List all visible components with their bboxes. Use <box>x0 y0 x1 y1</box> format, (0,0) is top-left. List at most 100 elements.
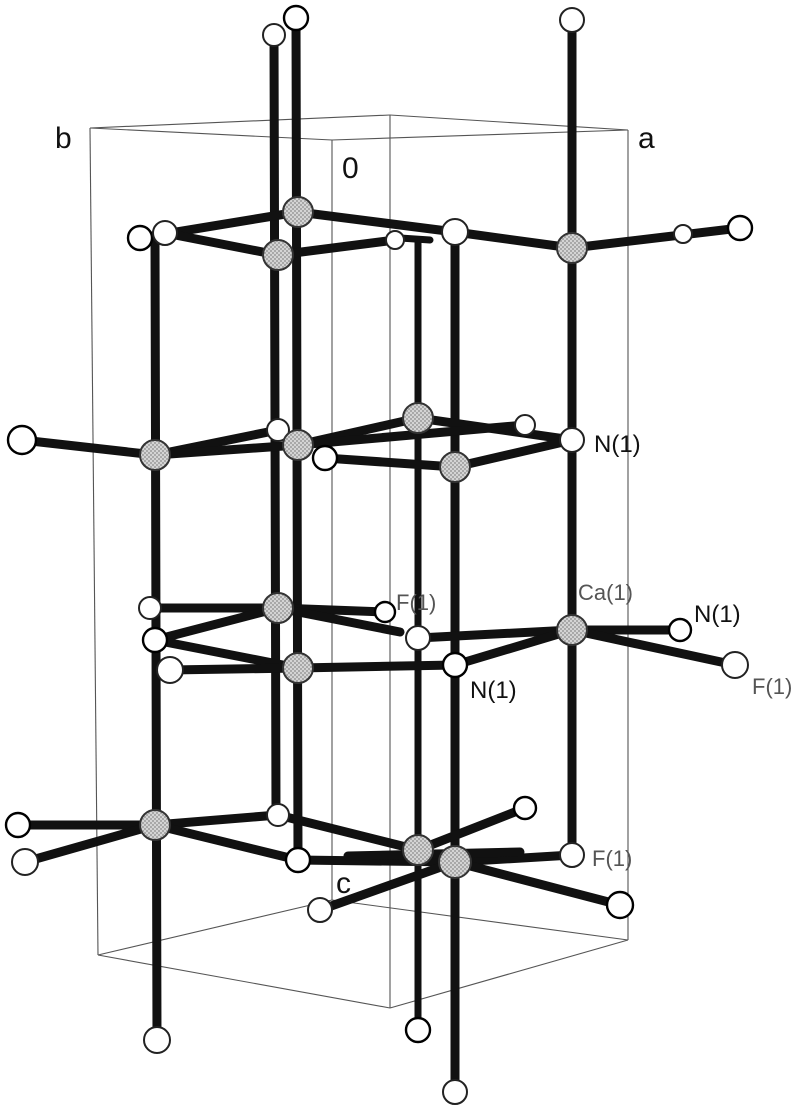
n-atom <box>282 4 310 32</box>
bond <box>567 223 745 253</box>
bond <box>413 625 577 643</box>
n-atom <box>126 224 154 252</box>
bond <box>165 663 303 675</box>
f-atom <box>143 1026 171 1054</box>
n-atom <box>373 600 397 624</box>
n-atom <box>605 890 635 920</box>
bond <box>450 857 625 910</box>
atom-labels: N(1) Ca(1) N(1) F(1) F(1) N(1) F(1) <box>396 431 792 871</box>
bond <box>160 228 283 260</box>
cell-edge <box>331 899 629 941</box>
ca-atom <box>262 239 294 271</box>
bond <box>293 207 460 237</box>
f-atom <box>156 656 184 684</box>
cell-edge <box>389 939 629 1009</box>
bond <box>17 435 160 460</box>
bond <box>150 635 303 673</box>
cell-edge <box>389 114 629 131</box>
ca-atom <box>282 652 314 684</box>
bond <box>273 603 405 637</box>
n-atom <box>4 811 32 839</box>
ca-atom <box>402 402 434 434</box>
bond <box>150 820 303 865</box>
label-n1-upper: N(1) <box>594 431 641 458</box>
ca-atom <box>139 439 171 471</box>
ca-atom <box>139 809 171 841</box>
f-atom-labeled <box>559 842 585 868</box>
f-atom <box>673 224 693 244</box>
cell-edge <box>89 127 99 956</box>
n-atom <box>141 626 169 654</box>
bond <box>413 803 530 855</box>
layer-2-bonds <box>17 413 577 472</box>
bond <box>450 227 577 253</box>
n-atom <box>404 1016 432 1044</box>
f-atom <box>266 418 290 442</box>
atoms <box>4 4 754 1105</box>
f-atom <box>266 803 290 827</box>
f-atom <box>385 230 405 250</box>
f-atom <box>138 596 162 620</box>
f-atom <box>514 414 536 436</box>
label-n1-mid: N(1) <box>470 677 517 704</box>
layer-3-bonds <box>145 603 740 675</box>
bond <box>450 625 577 670</box>
ca-atom <box>282 196 314 228</box>
bond <box>293 855 460 867</box>
f-atom <box>11 848 39 876</box>
f-atom-labeled <box>405 625 431 651</box>
bond <box>450 435 577 472</box>
axis-label-c: c <box>336 867 351 900</box>
f-atom <box>442 1079 468 1105</box>
cell-edge <box>89 114 391 129</box>
layer-4-bonds <box>13 803 625 915</box>
f-atom <box>152 220 178 246</box>
ca-atom <box>438 845 472 879</box>
axis-label-a: a <box>638 122 655 155</box>
bond <box>396 234 434 244</box>
cell-edge <box>97 899 333 956</box>
ca-atom <box>439 451 471 483</box>
cell-edge <box>331 129 629 141</box>
bond <box>343 847 525 861</box>
n-atom-labeled <box>667 617 693 643</box>
ca-atom <box>402 834 434 866</box>
bond <box>273 235 400 260</box>
vertical-bonds <box>150 13 577 1097</box>
label-n1-right: N(1) <box>694 601 741 628</box>
bond <box>273 810 423 855</box>
bond <box>150 603 283 645</box>
ca-atom <box>282 429 314 461</box>
bond <box>293 420 530 450</box>
label-f1-right: F(1) <box>752 674 792 699</box>
bond <box>293 660 460 673</box>
f-atom <box>559 7 585 33</box>
bond <box>315 857 460 915</box>
layer-1-bonds <box>135 207 745 260</box>
bond <box>150 810 283 830</box>
n-atom <box>726 214 754 242</box>
bond <box>450 850 577 867</box>
n-atom-labeled <box>559 427 585 453</box>
n-atom <box>512 795 538 821</box>
n-atom <box>6 424 38 456</box>
f-atom <box>262 23 286 47</box>
f-atom-labeled <box>721 651 749 679</box>
n-atom <box>284 846 312 874</box>
axis-labels: b a 0 c <box>55 122 655 900</box>
ca-atom-labeled <box>556 614 588 646</box>
axis-label-b: b <box>55 122 72 155</box>
axis-label-origin: 0 <box>342 152 359 185</box>
bond <box>20 820 160 867</box>
cell-edge <box>89 127 333 141</box>
bond <box>320 453 460 472</box>
label-f1-mid: F(1) <box>396 590 436 615</box>
label-f1-lower: F(1) <box>592 846 632 871</box>
ca-atom <box>262 592 294 624</box>
f-atom <box>307 897 333 923</box>
unit-cell <box>89 114 629 1009</box>
n-atom-labeled <box>441 651 469 679</box>
bond <box>150 440 303 460</box>
